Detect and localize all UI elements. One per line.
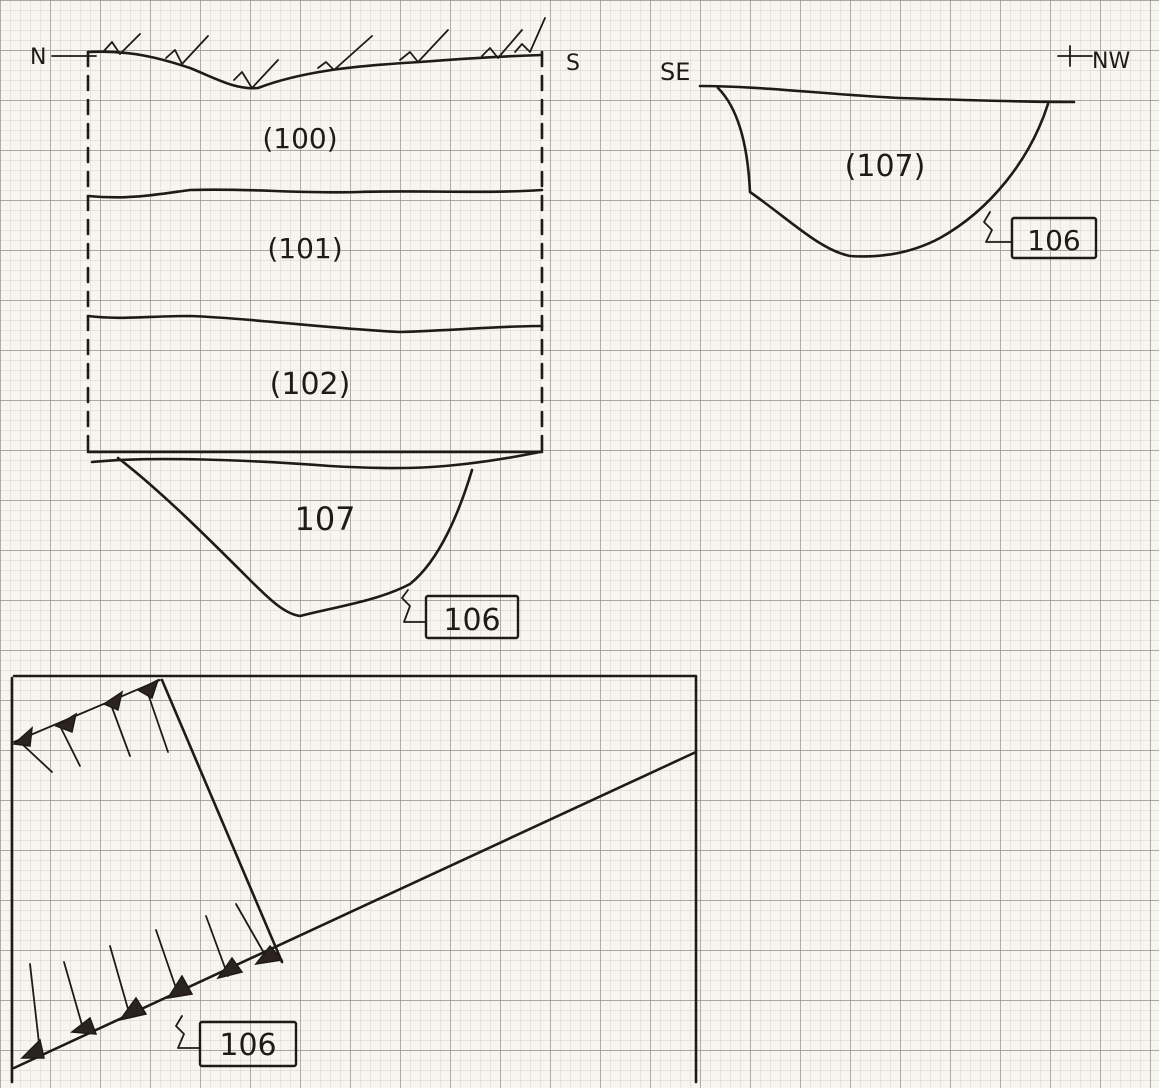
cut-label-106-plan: 106 xyxy=(219,1028,276,1063)
fill-label-107-ne: (107) xyxy=(845,149,926,184)
cut-label-box-106-plan xyxy=(198,1020,298,1068)
cut-label-106: 106 xyxy=(443,603,500,638)
cut-106-leader-ne xyxy=(983,211,1013,243)
ground-surface xyxy=(86,50,544,90)
plan-view: 106 xyxy=(10,674,698,1084)
cut-106-profile-ne xyxy=(716,86,1050,258)
cut-106-surface-ne xyxy=(698,84,1076,104)
cut-label-box-106 xyxy=(424,594,520,640)
slope-hachures xyxy=(21,687,269,1053)
cut-label-106-ne: 106 xyxy=(1027,224,1080,257)
orientation-label-n: N xyxy=(30,45,46,70)
boundary-101-102 xyxy=(86,314,544,334)
cut-106-profile xyxy=(90,450,542,618)
cut-106-edge-north xyxy=(160,678,284,964)
cut-106-leader xyxy=(401,589,427,623)
cut-106-edge-top xyxy=(13,679,161,743)
section-north-south: N S (100) (101) (102) 107 106 xyxy=(30,17,580,640)
orientation-label-nw: NW xyxy=(1092,49,1130,74)
layer-label-100: (100) xyxy=(262,122,337,155)
cut-label-box-106-ne xyxy=(1010,216,1098,260)
layer-label-102: (102) xyxy=(270,367,351,402)
layer-label-101: (101) xyxy=(267,232,342,265)
turf-symbols xyxy=(102,17,546,89)
orientation-label-se: SE xyxy=(660,58,690,86)
fill-label-107: 107 xyxy=(294,500,355,538)
slope-hachure-heads xyxy=(12,678,284,1059)
boundary-100-101 xyxy=(86,188,544,199)
orientation-label-s: S xyxy=(566,51,580,76)
section-southeast-northwest: SE NW (107) 106 xyxy=(660,45,1130,260)
trench-outline xyxy=(10,674,698,1084)
cut-106-leader-plan xyxy=(175,1015,201,1049)
